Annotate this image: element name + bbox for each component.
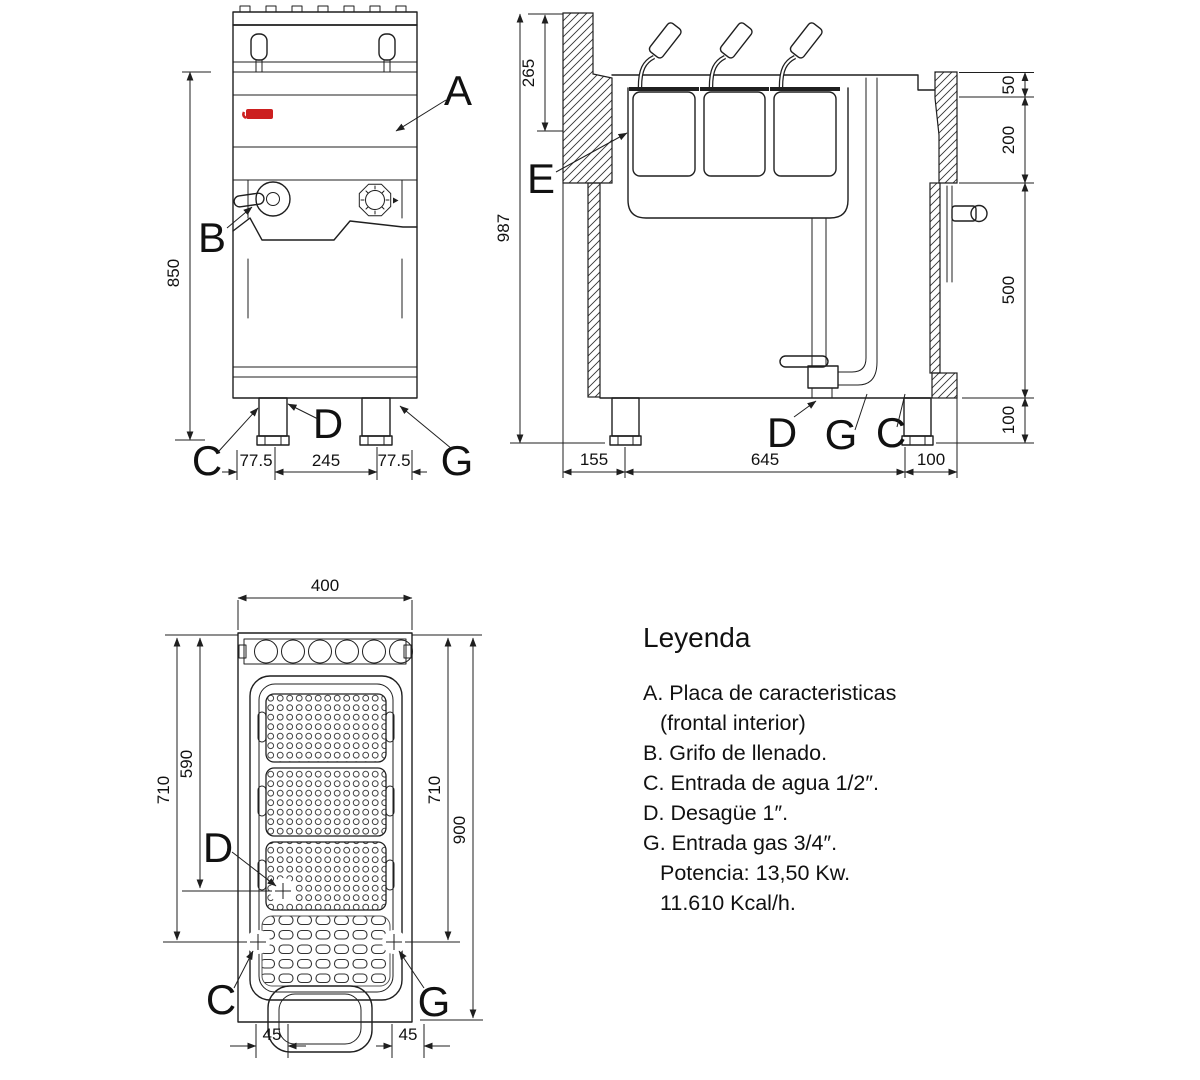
svg-text:400: 400 [311, 576, 339, 595]
side-pipes [779, 77, 878, 399]
side-door-handle [946, 185, 988, 283]
callout-d: D [313, 400, 343, 447]
front-top-vents [239, 5, 407, 13]
svg-text:987: 987 [494, 214, 513, 242]
brand-logo [242, 109, 273, 120]
svg-text:77.5: 77.5 [239, 451, 272, 470]
svg-text:50: 50 [999, 76, 1018, 95]
svg-text:710: 710 [425, 776, 444, 804]
legend-item-a: A. Placa de caracteristicas [643, 681, 897, 705]
svg-text:100: 100 [917, 450, 945, 469]
top-markers [246, 878, 406, 954]
svg-text:645: 645 [751, 450, 779, 469]
side-back-panel [562, 12, 613, 184]
legend-item-b: B. Grifo de llenado. [643, 741, 828, 765]
side-tank [627, 87, 849, 219]
svg-text:850: 850 [164, 259, 183, 287]
side-counter [611, 74, 936, 91]
legend-item-power: Potencia: 13,50 Kw. [660, 861, 851, 885]
callout-c-side: C [876, 409, 906, 456]
top-dim-bottom: 45 45 [230, 1024, 450, 1058]
callout-c-top: C [206, 976, 236, 1023]
top-view-drawing: 400 [154, 576, 483, 1058]
side-front-rim [934, 71, 958, 184]
side-feet [609, 397, 934, 446]
legend-item-d: D. Desagüe 1″. [643, 801, 789, 825]
top-baskets [257, 693, 395, 911]
front-basket-handles [250, 33, 396, 73]
callout-g-side: G [825, 411, 858, 458]
svg-text:45: 45 [399, 1025, 418, 1044]
svg-text:590: 590 [177, 750, 196, 778]
front-panel-profile [232, 217, 418, 241]
top-vent-strip [238, 638, 413, 665]
front-feet [256, 397, 393, 446]
svg-text:245: 245 [312, 451, 340, 470]
legend-item-kcal: 11.610 Kcal/h. [660, 891, 796, 915]
svg-text:200: 200 [999, 126, 1018, 154]
control-knob [358, 183, 399, 217]
svg-text:265: 265 [519, 59, 538, 87]
callout-c: C [192, 437, 222, 484]
side-dim-bottom: 155 645 100 [562, 183, 958, 478]
callout-a: A [444, 67, 472, 114]
side-basket-handles [637, 22, 823, 88]
top-bottom-handle [267, 985, 373, 1053]
svg-text:500: 500 [999, 276, 1018, 304]
top-callouts: D C G [203, 824, 451, 1025]
top-dim-left: 710 590 [154, 634, 272, 943]
front-dim-height: 850 [164, 71, 211, 441]
svg-text:45: 45 [263, 1025, 282, 1044]
filling-tap [233, 181, 291, 217]
callout-b: B [198, 214, 226, 261]
callout-d-top: D [203, 824, 233, 871]
svg-text:100: 100 [999, 406, 1018, 434]
side-dim-right: 50 200 500 100 [936, 72, 1034, 444]
svg-text:77.5: 77.5 [377, 451, 410, 470]
top-dim-width: 400 [237, 576, 413, 630]
legend-item-c: C. Entrada de agua 1/2″. [643, 771, 879, 795]
front-dim-feet: 77.5 245 77.5 [222, 447, 427, 480]
side-callouts: E D G C [527, 132, 906, 458]
callout-d-side: D [767, 409, 797, 456]
callout-e: E [527, 155, 555, 202]
callout-g: G [441, 437, 474, 484]
top-dim-right: 710 900 [405, 634, 483, 1021]
svg-text:710: 710 [154, 776, 173, 804]
legend-item-g: G. Entrada gas 3/4″. [643, 831, 838, 855]
side-baskets [629, 87, 840, 177]
side-dim-heights: 987 265 [494, 13, 605, 444]
front-callouts: A B C D G [192, 67, 474, 484]
side-view-drawing: 987 265 50 200 500 100 155 645 100 [494, 12, 1034, 478]
legend-title: Leyenda [643, 622, 751, 653]
top-drain-grate [261, 915, 391, 987]
front-body [232, 24, 418, 399]
legend: Leyenda A. Placa de caracteristicas (fro… [643, 622, 973, 918]
svg-text:155: 155 [580, 450, 608, 469]
front-view-drawing: 850 77.5 245 77.5 A B C D G [164, 5, 474, 484]
legend-item-a2: (frontal interior) [660, 711, 806, 735]
svg-text:900: 900 [450, 816, 469, 844]
top-body [237, 632, 413, 1023]
